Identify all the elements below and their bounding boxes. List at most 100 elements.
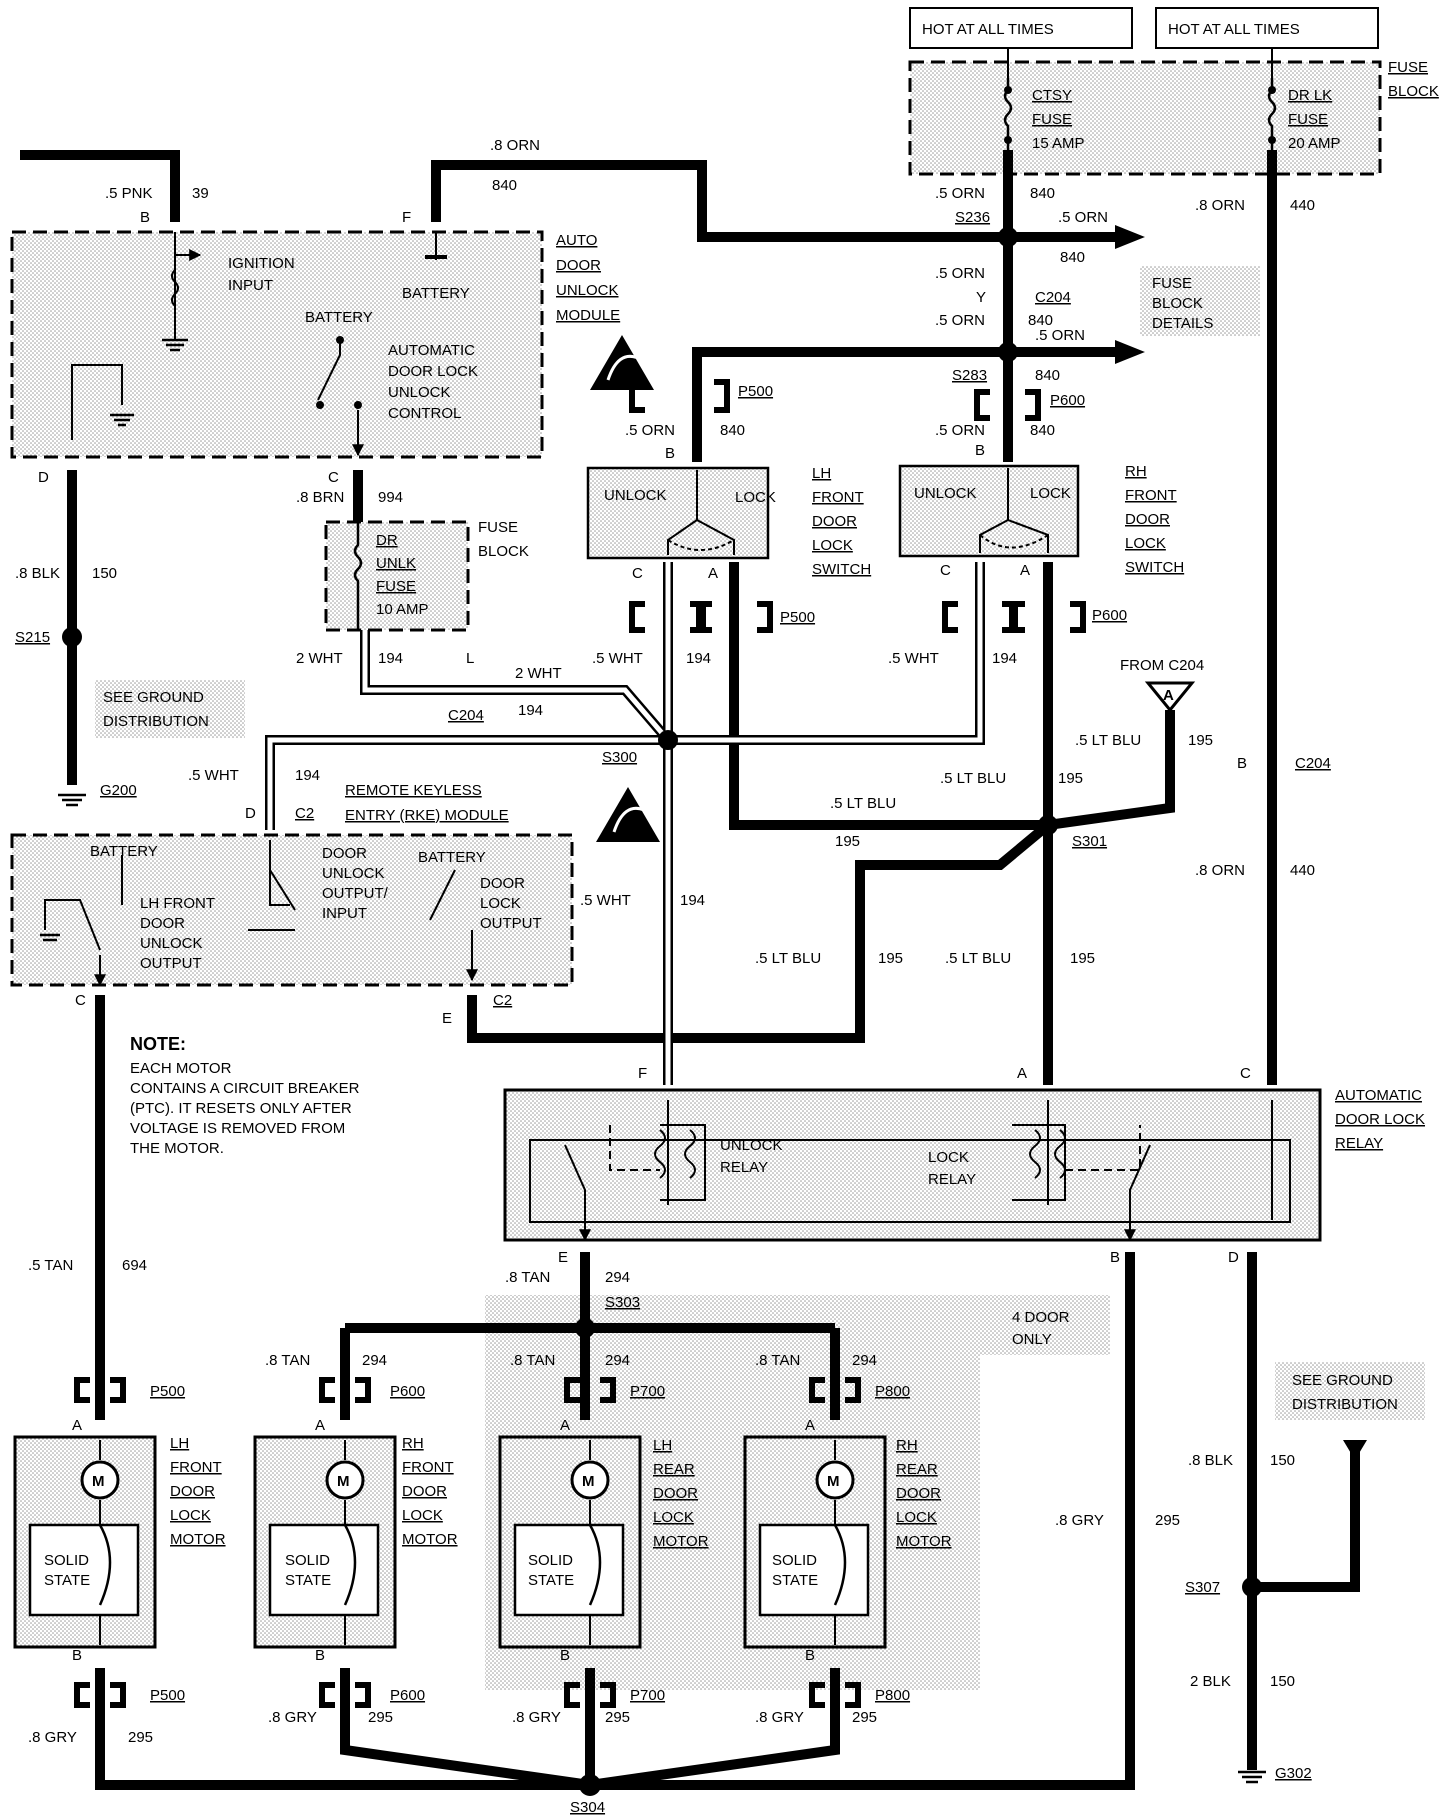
l-c2a: C2 <box>295 805 314 822</box>
rh-sw-unlock: UNLOCK <box>914 485 977 502</box>
lo-295m: 295 <box>1155 1512 1180 1529</box>
m-c204c: C204 <box>1295 755 1331 772</box>
lo-g302: G302 <box>1275 1765 1312 1782</box>
lo-s304: S304 <box>570 1799 605 1816</box>
lo-four-2: ONLY <box>1012 1331 1052 1348</box>
adu-ctrl-3: UNLOCK <box>388 384 451 401</box>
fuse-block-label-b: BLOCK <box>1388 83 1439 100</box>
m-s301: S301 <box>1072 833 1107 850</box>
m-pinB4: B <box>1237 755 1247 772</box>
m1-M: M <box>337 1473 350 1490</box>
m3-t5: MOTOR <box>896 1533 952 1550</box>
adu-title-1: AUTO <box>556 232 597 249</box>
adu-ign-2: INPUT <box>228 277 273 294</box>
w-s236: S236 <box>955 209 990 226</box>
relay-unlock-2: RELAY <box>720 1159 768 1176</box>
lh-sw-t2: FRONT <box>812 489 864 506</box>
rh-sw-t4: LOCK <box>1125 535 1166 552</box>
drlk-fuse-1: DR LK <box>1288 87 1332 104</box>
adu-title-4: MODULE <box>556 307 620 324</box>
w-pnk: .5 PNK <box>105 185 153 202</box>
lh-sw-t4: LOCK <box>812 537 853 554</box>
m-194d: 194 <box>686 650 711 667</box>
splice-s307 <box>1242 1577 1262 1597</box>
relay-pinF: F <box>638 1065 647 1082</box>
lh-sw-t5: SWITCH <box>812 561 871 578</box>
rke-pinE: E <box>442 1010 452 1027</box>
m-ltblu2: .5 LT BLU <box>940 770 1006 787</box>
rh-sw-t2: FRONT <box>1125 487 1177 504</box>
m1-t5: MOTOR <box>402 1531 458 1548</box>
m3-cb: P800 <box>875 1687 910 1704</box>
m-s300: S300 <box>602 749 637 766</box>
w-440a: 440 <box>1290 197 1315 214</box>
w-orn5f: .5 ORN <box>625 422 675 439</box>
w-orn5b: .5 ORN <box>1058 209 1108 226</box>
lo-294a: 294 <box>605 1269 630 1286</box>
motors <box>13 1435 887 1649</box>
adu-pinC: C <box>328 469 339 486</box>
note-l5: THE MOTOR. <box>130 1140 224 1157</box>
l-blk: .8 BLK <box>15 565 60 582</box>
lh-sw-t1: LH <box>812 465 831 482</box>
m1-t3: DOOR <box>402 1483 447 1500</box>
relay-lock-2: RELAY <box>928 1171 976 1188</box>
m3-t4: LOCK <box>896 1509 937 1526</box>
w-orn5g: .5 ORN <box>935 422 985 439</box>
lo-blk8: .8 BLK <box>1188 1452 1233 1469</box>
m3-t2: REAR <box>896 1461 938 1478</box>
lo-tan5: .5 TAN <box>28 1257 73 1274</box>
w-s283: S283 <box>952 367 987 384</box>
ground-icon <box>40 338 1266 1784</box>
relay-unlock-1: UNLOCK <box>720 1137 783 1154</box>
relay-pinB: B <box>1110 1249 1120 1266</box>
l-pinD2: D <box>245 805 256 822</box>
w-orn8: .8 ORN <box>490 137 540 154</box>
m-195a: 195 <box>1188 732 1213 749</box>
rke-lo-2: LOCK <box>480 895 521 912</box>
rke-lh-2: DOOR <box>140 915 185 932</box>
w-39: 39 <box>192 185 209 202</box>
l-194b: 194 <box>518 702 543 719</box>
l-pinL: L <box>466 650 474 667</box>
w-orn5c: .5 ORN <box>935 265 985 282</box>
w-840c: 840 <box>1060 249 1085 266</box>
connector-brackets <box>629 379 1086 633</box>
m-194e: 194 <box>992 650 1017 667</box>
relay-lock-1: LOCK <box>928 1149 969 1166</box>
splice-s236 <box>998 227 1018 247</box>
m3-t3: DOOR <box>896 1485 941 1502</box>
m-195e: 195 <box>1070 950 1095 967</box>
m0-t5: MOTOR <box>170 1531 226 1548</box>
lh-sw-pinC: C <box>632 565 643 582</box>
m-orn8c: .8 ORN <box>1195 862 1245 879</box>
arrow-ground-dist <box>1343 1440 1367 1460</box>
m-ltblu4: .5 LT BLU <box>755 950 821 967</box>
m-wht5b: .5 WHT <box>592 650 643 667</box>
lo-sgd-2: DISTRIBUTION <box>1292 1396 1398 1413</box>
rke-battery-2: BATTERY <box>418 849 486 866</box>
lo-295c: 295 <box>605 1709 630 1726</box>
w-840e: 840 <box>1035 367 1060 384</box>
l-fuse-1: DR <box>376 532 398 549</box>
w-pinY: Y <box>976 289 986 306</box>
m-440b: 440 <box>1290 862 1315 879</box>
rke-lo-3: OUTPUT <box>480 915 542 932</box>
lo-sgd-1: SEE GROUND <box>1292 1372 1393 1389</box>
w-840g: 840 <box>1030 422 1055 439</box>
lo-tan8d: .8 TAN <box>755 1352 800 1369</box>
lh-switch-box <box>586 466 770 560</box>
l-fb-2: BLOCK <box>478 543 529 560</box>
m-195c: 195 <box>835 833 860 850</box>
w-840b: 840 <box>1030 185 1055 202</box>
w-pinB1: B <box>140 209 150 226</box>
rh-sw-pinA: A <box>1020 562 1030 579</box>
lh-sw-pinA: A <box>708 565 718 582</box>
m2-B: B <box>560 1647 570 1664</box>
m0-t2: FRONT <box>170 1459 222 1476</box>
m3-t1: RH <box>896 1437 918 1454</box>
m0-ct: P500 <box>150 1383 185 1400</box>
w-fbd-3: DETAILS <box>1152 315 1213 332</box>
adu-title-3: UNLOCK <box>556 282 619 299</box>
rke-uo-4: INPUT <box>322 905 367 922</box>
